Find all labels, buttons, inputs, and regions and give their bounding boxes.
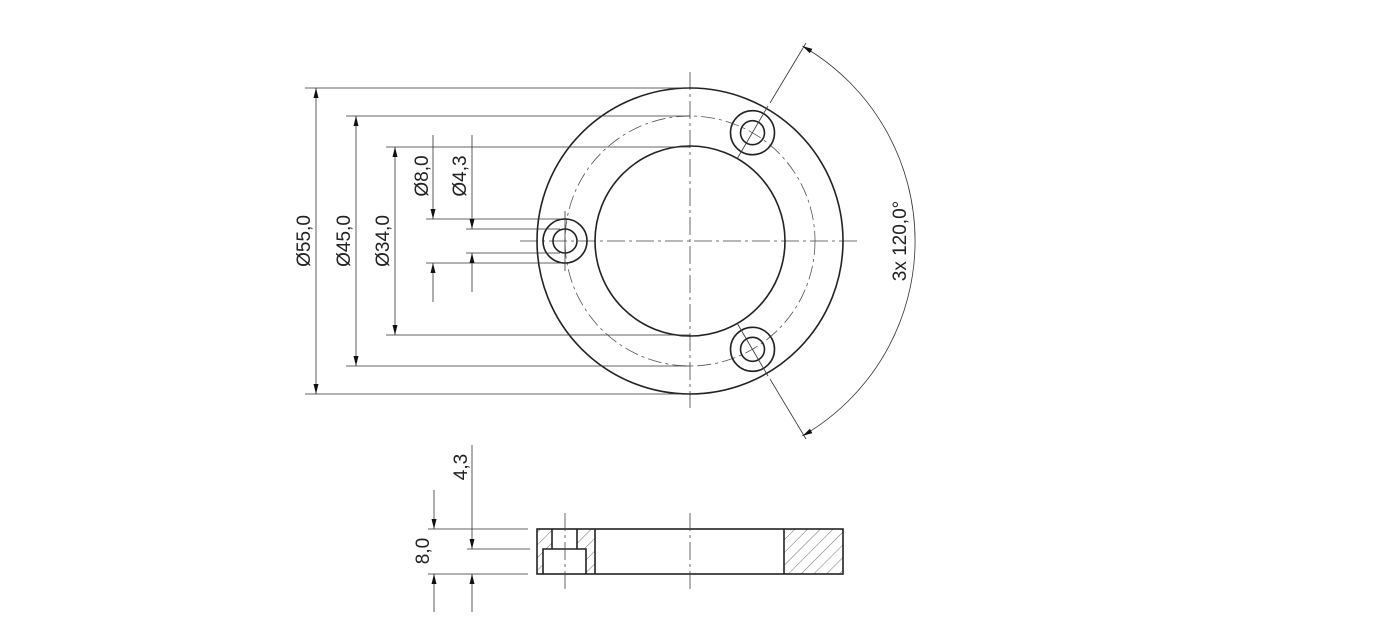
inner-circle — [594, 145, 786, 337]
dimension-counterbore-depth: 4,3 — [451, 445, 530, 612]
dimension-hole: Ø4,3 — [450, 135, 560, 292]
dimension-outer-diameter: Ø55,0 — [294, 87, 690, 395]
dimension-angle: 3x 120,0° — [769, 42, 916, 440]
hole-bottom-right — [729, 322, 776, 377]
inner-diameter-label: Ø34,0 — [373, 215, 394, 267]
outer-diameter-label: Ø55,0 — [294, 215, 315, 267]
dimension-counterbore: Ø8,0 — [412, 135, 560, 302]
hole-left — [542, 211, 588, 271]
angle-label: 3x 120,0° — [890, 201, 911, 282]
dimension-bolt-circle: Ø45,0 — [334, 115, 690, 367]
dimension-inner-diameter: Ø34,0 — [373, 146, 690, 336]
hole-label: Ø4,3 — [450, 155, 471, 196]
bolt-circle-label: Ø45,0 — [334, 215, 355, 267]
counterbore-label: Ø8,0 — [412, 155, 433, 196]
side-view — [536, 513, 844, 590]
hole-top-right — [729, 105, 776, 160]
counterbore-depth-label: 4,3 — [451, 454, 472, 480]
dimension-thickness: 8,0 — [413, 490, 528, 612]
top-view — [520, 72, 858, 408]
thickness-label: 8,0 — [413, 538, 434, 564]
